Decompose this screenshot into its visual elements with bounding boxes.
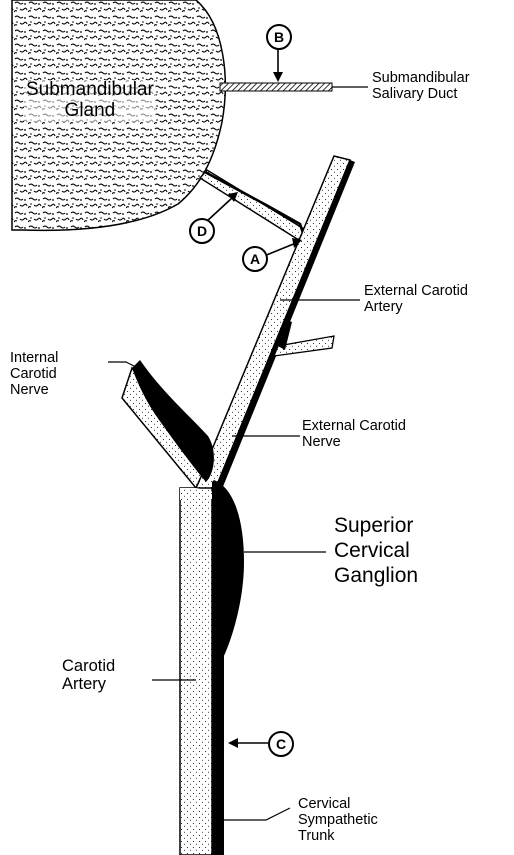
marker-a: A [242, 246, 268, 272]
label-external-carotid-artery: External Carotid Artery [364, 283, 468, 315]
label-external-carotid-nerve: External Carotid Nerve [302, 418, 406, 450]
label-line: Sympathetic [298, 812, 378, 828]
label-line: Ganglion [334, 564, 418, 589]
label-line: Salivary Duct [372, 86, 470, 102]
salivary-duct [220, 83, 332, 91]
label-line: Carotid [10, 366, 58, 382]
common-carotid-artery [180, 488, 212, 855]
label-line: Cervical [334, 539, 418, 564]
label-salivary-duct: Submandibular Salivary Duct [372, 70, 470, 102]
label-superior-cervical-ganglion: Superior Cervical Ganglion [334, 514, 418, 588]
label-cervical-sympathetic-trunk: Cervical Sympathetic Trunk [298, 796, 378, 845]
label-line: Trunk [298, 828, 378, 844]
superior-cervical-ganglion [212, 480, 244, 660]
label-line: Superior [334, 514, 418, 539]
gland-branch-vessel [200, 170, 309, 242]
arrow-d-line [206, 198, 232, 222]
label-line: Nerve [302, 434, 406, 450]
arrow-a-line [264, 243, 296, 256]
label-line: Gland [26, 101, 154, 122]
label-line: Artery [62, 675, 115, 693]
label-submandibular-gland: Submandibular Gland [24, 80, 156, 122]
marker-d: D [189, 218, 215, 244]
label-line: Artery [364, 299, 468, 315]
label-internal-carotid-nerve: Internal Carotid Nerve [10, 350, 58, 399]
label-line: Submandibular [372, 70, 470, 86]
arrow-b-head [273, 72, 283, 82]
marker-c: C [268, 731, 294, 757]
label-line: Cervical [298, 796, 378, 812]
arrow-c-head [228, 738, 238, 748]
label-line: External Carotid [302, 418, 406, 434]
leader-trunk [220, 808, 290, 820]
marker-b: B [266, 24, 292, 50]
label-line: Internal [10, 350, 58, 366]
label-line: Submandibular [26, 80, 154, 101]
label-line: External Carotid [364, 283, 468, 299]
label-line: Nerve [10, 382, 58, 398]
label-line: Carotid [62, 657, 115, 675]
label-carotid-artery: Carotid Artery [62, 657, 115, 694]
